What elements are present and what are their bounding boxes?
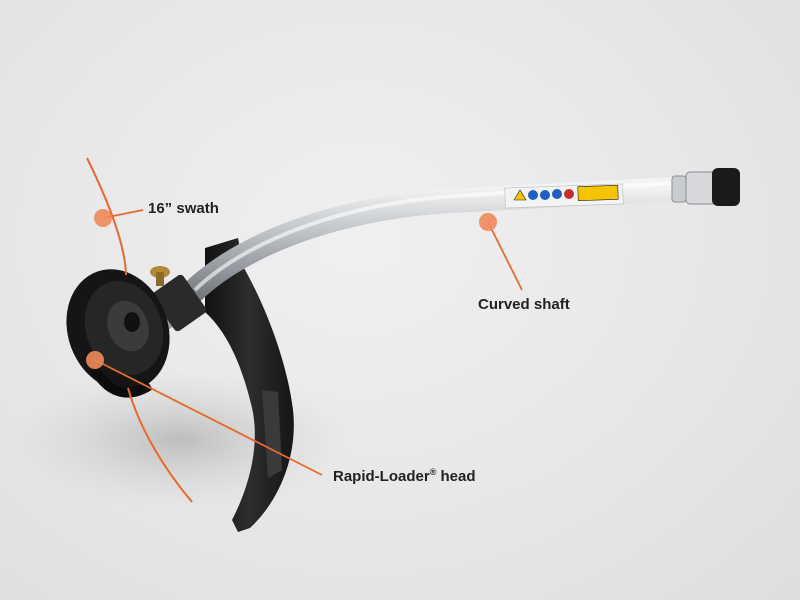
callout-marker-swath	[94, 209, 112, 227]
warning-decal	[504, 183, 624, 209]
shaft-collar-2	[685, 171, 717, 205]
gearbox-bracket	[151, 274, 207, 332]
hand-protection-icon	[552, 189, 562, 199]
guard-rib	[262, 390, 282, 478]
callout-marker-shaft	[479, 213, 497, 231]
callout-marker-head	[86, 351, 104, 369]
cutting-line-lower	[127, 387, 193, 503]
end-cap	[712, 168, 740, 206]
eye-ear-protection-icon	[540, 190, 550, 200]
callout-shaft-label: Curved shaft	[478, 296, 570, 313]
read-manual-icon	[528, 190, 538, 200]
ground-shadow	[10, 370, 350, 510]
callout-line-shaft	[487, 221, 523, 291]
callout-swath-label: 16” swath	[148, 200, 219, 217]
callout-line-head	[94, 359, 323, 476]
wing-nut	[150, 266, 170, 286]
callout-head-label-suffix: head	[436, 468, 476, 485]
shaft-collar	[671, 175, 687, 203]
callout-head-label: Rapid-Loader® head	[333, 467, 476, 485]
cutting-line-upper	[86, 157, 127, 276]
boots-icon	[564, 189, 574, 199]
registered-mark: ®	[429, 467, 437, 477]
distance-warning-icon	[577, 184, 619, 202]
warning-triangle-icon	[513, 189, 527, 201]
shaft-highlight	[193, 180, 691, 292]
callout-head-label-prefix: Rapid-Loader	[333, 468, 430, 485]
